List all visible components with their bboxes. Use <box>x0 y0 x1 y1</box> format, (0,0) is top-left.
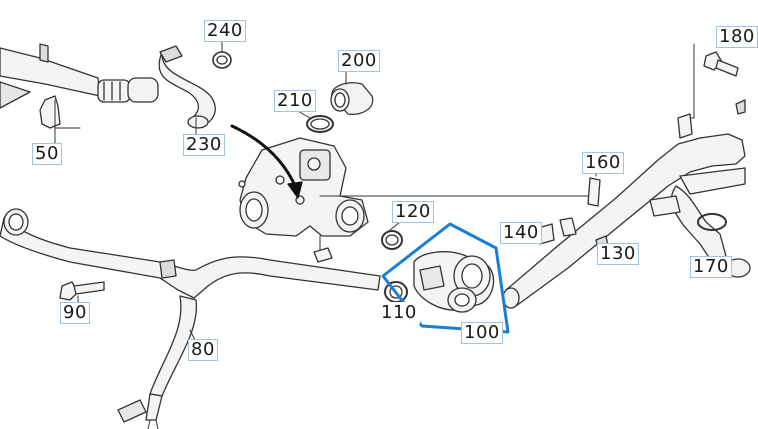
hose-230 <box>158 45 216 129</box>
clamp-120 <box>381 230 403 250</box>
thermostat-housing <box>238 137 369 263</box>
callout-230[interactable]: 230 <box>183 134 225 156</box>
callout-240[interactable]: 240 <box>204 20 246 42</box>
pipe-130 <box>502 133 746 309</box>
callout-110[interactable]: 110 <box>378 302 420 324</box>
callout-170[interactable]: 170 <box>690 256 732 278</box>
callout-160[interactable]: 160 <box>582 152 624 174</box>
callout-90[interactable]: 90 <box>60 302 90 324</box>
callout-180[interactable]: 180 <box>716 26 758 48</box>
clamp-210 <box>306 115 334 133</box>
bolt-180 <box>677 43 746 139</box>
leader-lines <box>77 41 713 343</box>
part-200 <box>330 82 374 115</box>
arrow-indicator <box>230 124 303 199</box>
callout-50[interactable]: 50 <box>32 143 62 165</box>
callout-140[interactable]: 140 <box>500 222 542 244</box>
part-100 <box>413 251 495 313</box>
callout-80[interactable]: 80 <box>188 339 218 361</box>
bolt-90 <box>59 281 105 301</box>
callout-120[interactable]: 120 <box>392 201 434 223</box>
callout-130[interactable]: 130 <box>597 243 639 265</box>
callout-100[interactable]: 100 <box>461 322 503 344</box>
bracket-160 <box>319 177 601 207</box>
callout-210[interactable]: 210 <box>274 90 316 112</box>
lower-pipe-80 <box>0 208 381 429</box>
clamp-240 <box>212 51 232 69</box>
upper-left-pipe <box>0 43 159 146</box>
callout-200[interactable]: 200 <box>338 50 380 72</box>
